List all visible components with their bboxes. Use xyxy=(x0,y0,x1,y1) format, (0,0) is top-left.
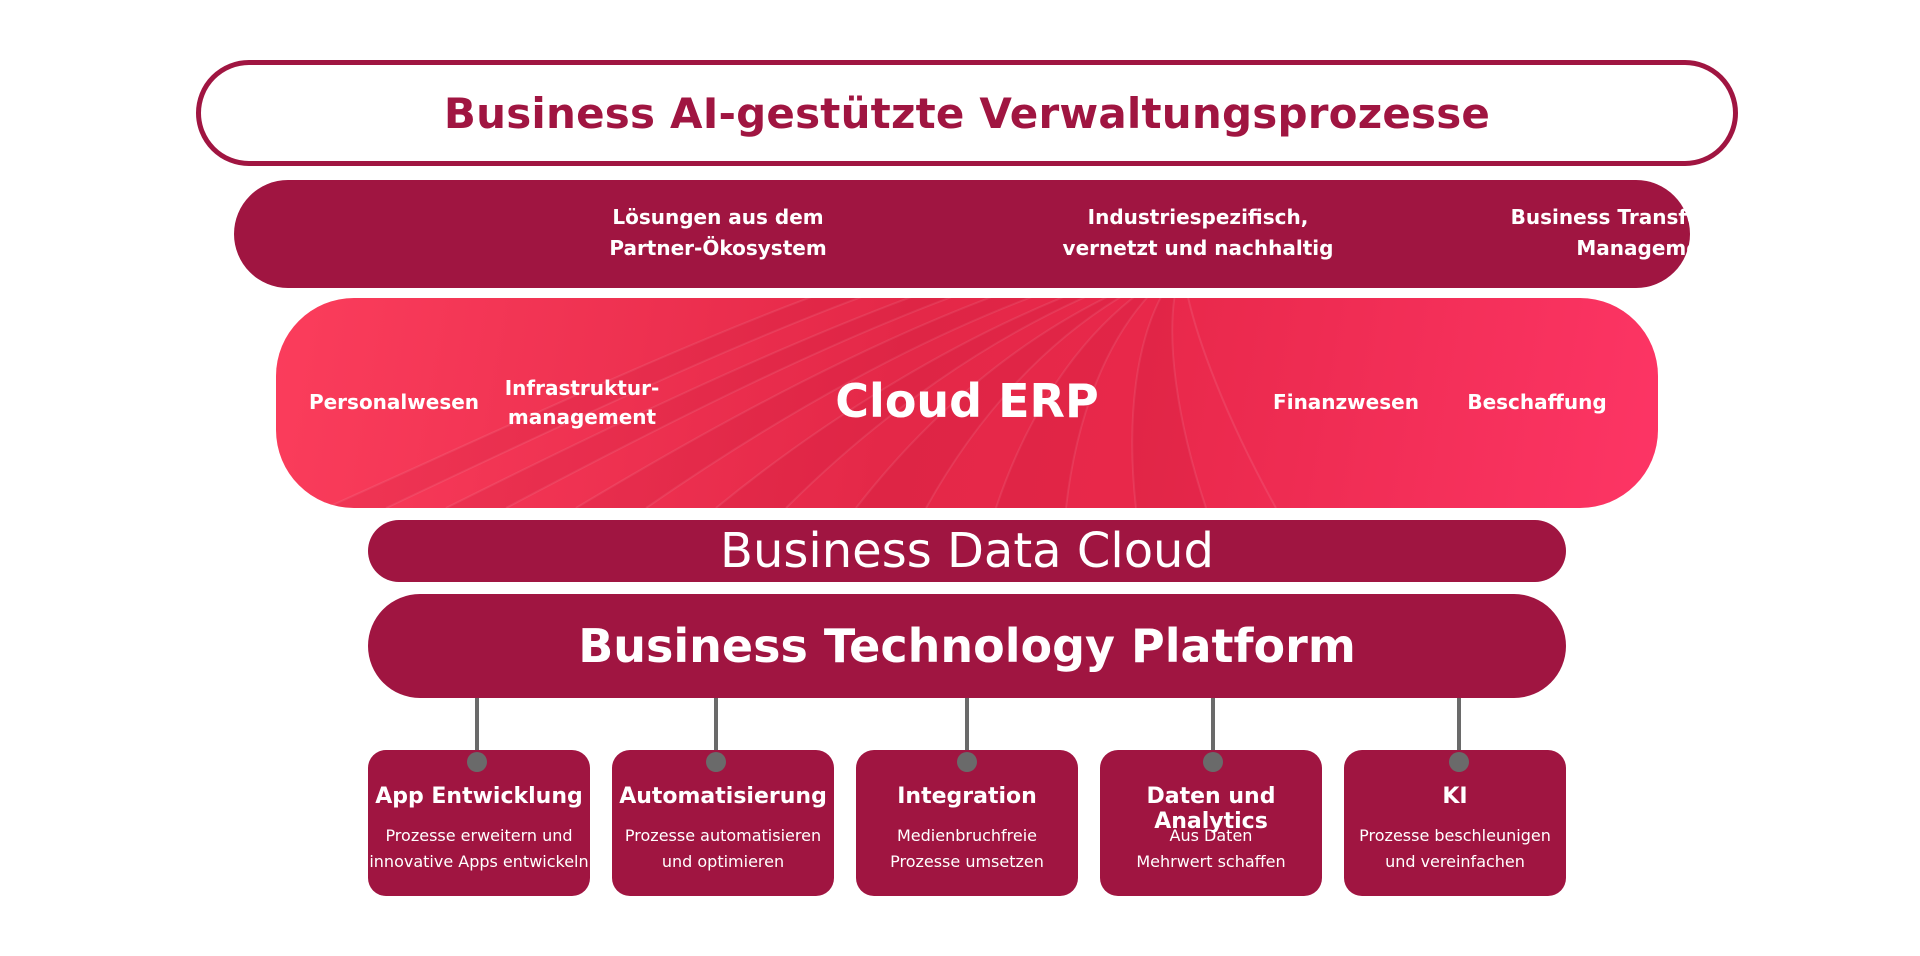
business-data-cloud-label: Business Data Cloud xyxy=(720,523,1214,579)
business-technology-platform-label: Business Technology Platform xyxy=(578,619,1356,673)
erp-module-beschaffung: Beschaffung xyxy=(1467,390,1607,414)
business-technology-platform-band: Business Technology Platform xyxy=(368,594,1566,698)
connector-dot xyxy=(957,752,977,772)
diagram-title: Business AI-gestützte Verwaltungsprozess… xyxy=(443,88,1491,138)
business-data-cloud-band: Business Data Cloud xyxy=(368,520,1566,582)
connector-dot xyxy=(706,752,726,772)
solution-business-transformation: Business Transformation Management xyxy=(1510,205,1790,260)
connector-dot xyxy=(1449,752,1469,772)
connector-ki xyxy=(1457,698,1461,762)
solution-industry-specific: Industriespezifisch, vernetzt und nachha… xyxy=(1062,205,1334,260)
capability-card-ki: KI Prozesse beschleunigen und vereinfach… xyxy=(1344,750,1566,896)
connector-daten-analytics xyxy=(1211,698,1215,762)
solutions-band: Lösungen aus dem Partner-Ökosystem Indus… xyxy=(234,180,1789,288)
card-description: Prozesse erweitern und innovative Apps e… xyxy=(369,826,589,871)
capability-card-automatisierung: Automatisierung Prozesse automatisieren … xyxy=(612,750,834,896)
connector-app-entwicklung xyxy=(475,698,479,762)
connector-dot xyxy=(1203,752,1223,772)
cloud-erp-band: Personalwesen Infrastruktur- management … xyxy=(276,298,1658,508)
erp-module-personalwesen: Personalwesen xyxy=(308,390,480,414)
card-description: Medienbruchfreie Prozesse umsetzen xyxy=(890,826,1044,871)
card-title: App Entwicklung xyxy=(375,784,583,809)
card-description: Aus Daten Mehrwert schaffen xyxy=(1136,826,1286,871)
card-description: Prozesse automatisieren und optimieren xyxy=(624,826,822,871)
capability-card-app-entwicklung: App Entwicklung Prozesse erweitern und i… xyxy=(368,750,590,896)
capability-card-integration: Integration Medienbruchfreie Prozesse um… xyxy=(856,750,1078,896)
erp-wave-pattern xyxy=(325,298,1277,508)
connector-automatisierung xyxy=(714,698,718,762)
card-description: Prozesse beschleunigen und vereinfachen xyxy=(1359,826,1551,871)
title-banner: Business AI-gestützte Verwaltungsprozess… xyxy=(196,60,1738,166)
card-title: Daten und Analytics xyxy=(1146,784,1276,834)
connector-dot xyxy=(467,752,487,772)
solution-partner-ecosystem: Lösungen aus dem Partner-Ökosystem xyxy=(609,205,827,260)
connector-integration xyxy=(965,698,969,762)
erp-module-infrastruktur: Infrastruktur- management xyxy=(504,376,660,429)
capability-card-daten-analytics: Daten und Analytics Aus Daten Mehrwert s… xyxy=(1100,750,1322,896)
erp-module-finanzwesen: Finanzwesen xyxy=(1273,390,1419,414)
card-title: KI xyxy=(1442,784,1468,809)
card-title: Automatisierung xyxy=(619,784,827,809)
cloud-erp-title: Cloud ERP xyxy=(835,374,1099,428)
card-title: Integration xyxy=(897,784,1037,809)
